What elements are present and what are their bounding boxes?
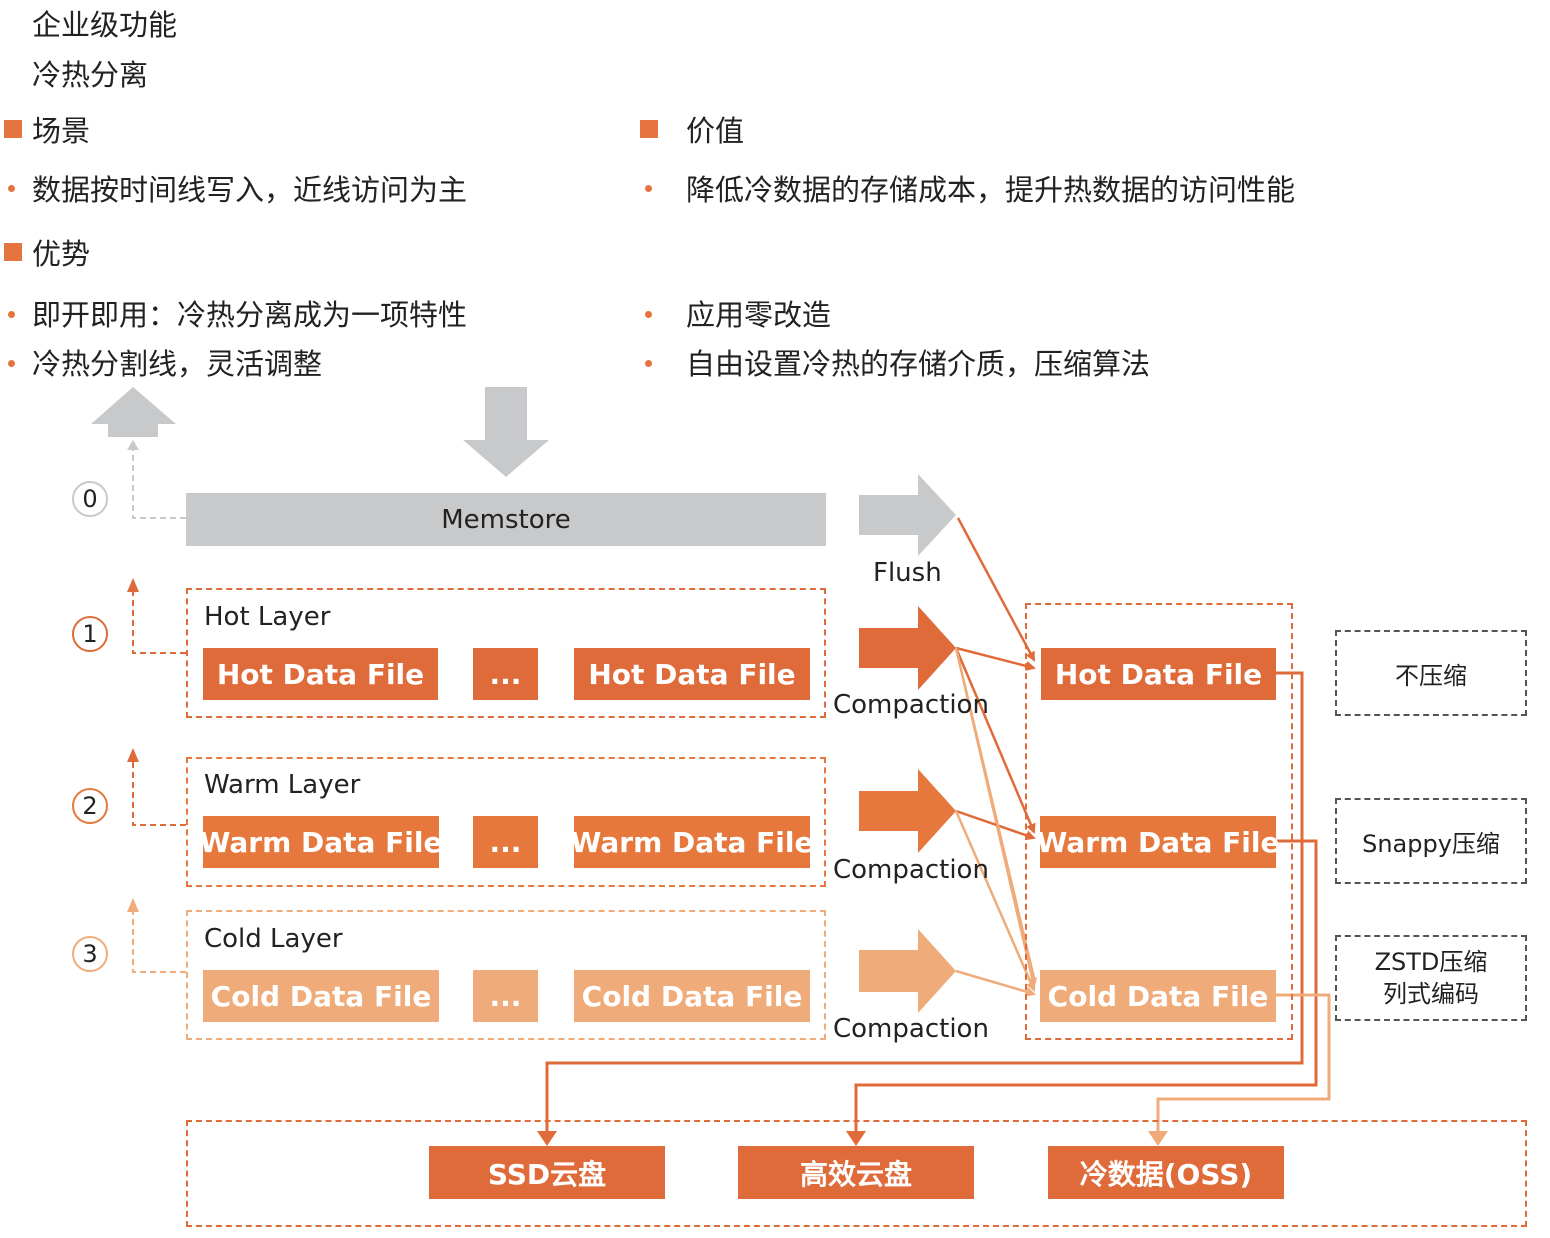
cold-layer-title: Cold Layer [204, 924, 343, 954]
compaction-arrow-hot-icon [859, 606, 956, 690]
value-item: 降低冷数据的存储成本，提升热数据的访问性能 [686, 173, 1296, 207]
hot-layer-title: Hot Layer [204, 602, 331, 632]
down-arrow-icon [463, 387, 549, 477]
flush-arrow-icon [859, 474, 956, 556]
hot-layer-box [186, 588, 826, 718]
compression-hot: 不压缩 [1335, 630, 1527, 716]
output-warm-data-file: Warm Data File [1037, 816, 1280, 868]
compaction-arrow-cold-icon [859, 929, 956, 1013]
cold-data-file-1: Cold Data File [203, 970, 439, 1022]
compression-warm-label: Snappy压缩 [1362, 829, 1500, 858]
storage-box [186, 1120, 1527, 1227]
compression-cold: ZSTD压缩 列式编码 [1335, 935, 1527, 1021]
storage-oss: 冷数据(OSS) [1048, 1146, 1284, 1199]
compression-cold-label-1: ZSTD压缩 [1374, 948, 1488, 976]
dot-bullet-icon [645, 311, 652, 318]
hot-data-file-2: Hot Data File [574, 648, 810, 700]
compression-hot-label: 不压缩 [1395, 661, 1467, 690]
scene-item: 数据按时间线写入，近线访问为主 [32, 173, 468, 207]
header-subtitle: 冷热分离 [32, 58, 149, 92]
compression-cold-label-2: 列式编码 [1383, 980, 1479, 1008]
memstore-bar: Memstore [186, 493, 826, 546]
compression-warm: Snappy压缩 [1335, 798, 1527, 884]
dot-bullet-icon [8, 311, 15, 318]
cold-layer-box [186, 910, 826, 1040]
advantage-title: 优势 [32, 237, 91, 271]
header-title: 企业级功能 [32, 8, 178, 42]
dot-bullet-icon [8, 185, 15, 192]
hot-ellipsis: ... [473, 648, 538, 700]
level-0-badge: 0 [72, 481, 108, 517]
compaction-label-cold: Compaction [833, 1014, 989, 1044]
warm-layer-title: Warm Layer [204, 770, 361, 800]
warm-data-file-2: Warm Data File [571, 816, 814, 868]
cold-data-file-2: Cold Data File [574, 970, 810, 1022]
advantage-item-left-2: 冷热分割线，灵活调整 [32, 347, 323, 381]
cold-ellipsis: ... [473, 970, 538, 1022]
storage-efficient: 高效云盘 [738, 1146, 974, 1199]
advantage-item-right-1: 应用零改造 [686, 298, 832, 332]
level-2-badge: 2 [72, 788, 108, 824]
warm-ellipsis: ... [473, 816, 538, 868]
compaction-label-hot: Compaction [833, 690, 989, 720]
compaction-label-warm: Compaction [833, 855, 989, 885]
compaction-arrow-warm-icon [859, 769, 956, 853]
flush-label: Flush [873, 558, 942, 588]
advantage-item-left-1: 即开即用：冷热分离成为一项特性 [32, 298, 468, 332]
up-arrow-icon [91, 387, 176, 437]
warm-layer-box [186, 757, 826, 887]
square-bullet-icon [4, 243, 22, 261]
level-3-badge: 3 [72, 936, 108, 972]
output-files-box [1025, 603, 1293, 1040]
level-1-badge: 1 [72, 616, 108, 652]
square-bullet-icon [4, 120, 22, 138]
hot-data-file-1: Hot Data File [203, 648, 438, 700]
value-title: 价值 [686, 114, 745, 148]
output-hot-data-file: Hot Data File [1041, 648, 1276, 700]
warm-data-file-1: Warm Data File [200, 816, 443, 868]
dot-bullet-icon [645, 360, 652, 367]
scene-title: 场景 [32, 114, 91, 148]
storage-ssd: SSD云盘 [429, 1146, 665, 1199]
square-bullet-icon [640, 120, 658, 138]
advantage-item-right-2: 自由设置冷热的存储介质，压缩算法 [686, 347, 1151, 381]
output-cold-data-file: Cold Data File [1040, 970, 1276, 1022]
dot-bullet-icon [645, 185, 652, 192]
dot-bullet-icon [8, 360, 15, 367]
